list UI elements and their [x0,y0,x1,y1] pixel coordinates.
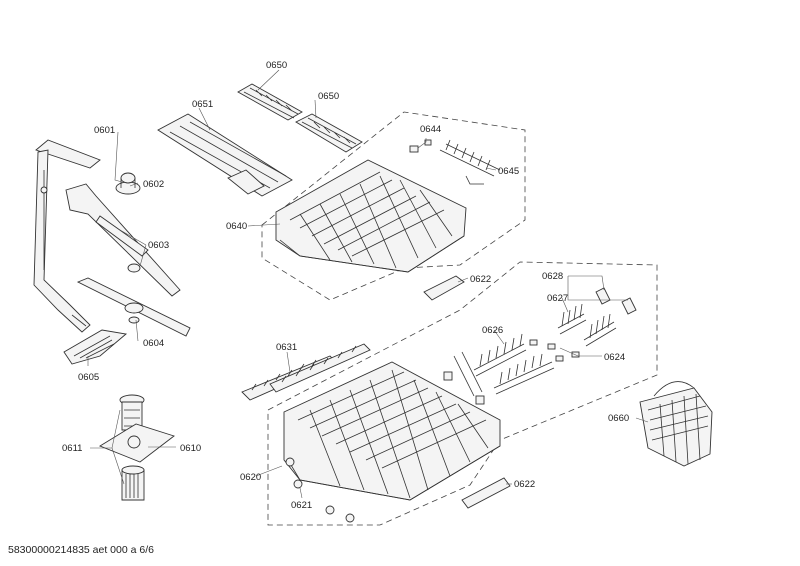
callout-0640: 0640 [226,221,247,232]
callout-0644: 0644 [420,124,441,135]
callout-0651: 0651 [192,99,213,110]
callout-0601: 0601 [94,125,115,136]
plate-rack-0627 [557,303,617,347]
lower-basket-0620 [283,361,501,501]
upper-rack-insert-0650-b [295,113,363,153]
rack-hinges-0624 [529,339,580,362]
rack-clips-0628 [595,287,637,315]
callout-0603: 0603 [148,240,169,251]
callout-0622-lower: 0622 [514,479,535,490]
callout-0660: 0660 [608,413,629,424]
lower-basket-group-outline [267,261,658,526]
callout-0650-a: 0650 [266,60,287,71]
cutlery-tray-0651 [157,113,293,197]
callout-0605: 0605 [78,372,99,383]
callout-0645: 0645 [498,166,519,177]
spray-arm-hub-0602 [115,172,141,195]
callout-0624: 0624 [604,352,625,363]
callout-0650-b: 0650 [318,91,339,102]
cutlery-basket-0660 [639,381,713,467]
spray-arm-supply-pipe-0601 [33,139,101,333]
rack-clip-0644 [409,139,432,153]
callout-0610: 0610 [180,443,201,454]
callout-0626: 0626 [482,325,503,336]
rack-handle-0622-upper [423,275,465,301]
callout-0621: 0621 [291,500,312,511]
plate-rack-0626 [443,333,555,405]
upper-basket-0640 [275,159,467,273]
upper-basket-group-outline [261,111,526,301]
callout-0627: 0627 [547,293,568,304]
sieve-cover-0605 [63,329,128,365]
upper-spray-arm-0603 [65,183,181,297]
callout-0604: 0604 [143,338,164,349]
lower-spray-arm-0604 [76,277,191,337]
callout-0611: 0611 [62,443,82,454]
lower-rack-inserts-0631 [241,343,371,401]
basket-wheels-0621 [285,457,355,523]
document-id-footer: 58300000214835 aet 000 a 6/6 [8,544,154,556]
microfilter-0611 [98,394,175,501]
callout-0628: 0628 [542,271,563,282]
leader-lines [87,69,649,499]
callout-0622-upper: 0622 [470,274,491,285]
callout-0620: 0620 [240,472,261,483]
cup-rack-0645 [439,139,501,185]
upper-rack-insert-0650-a [237,83,303,121]
rack-handle-0622-lower [461,477,511,509]
callout-0602: 0602 [143,179,164,190]
callout-0631: 0631 [276,342,297,353]
